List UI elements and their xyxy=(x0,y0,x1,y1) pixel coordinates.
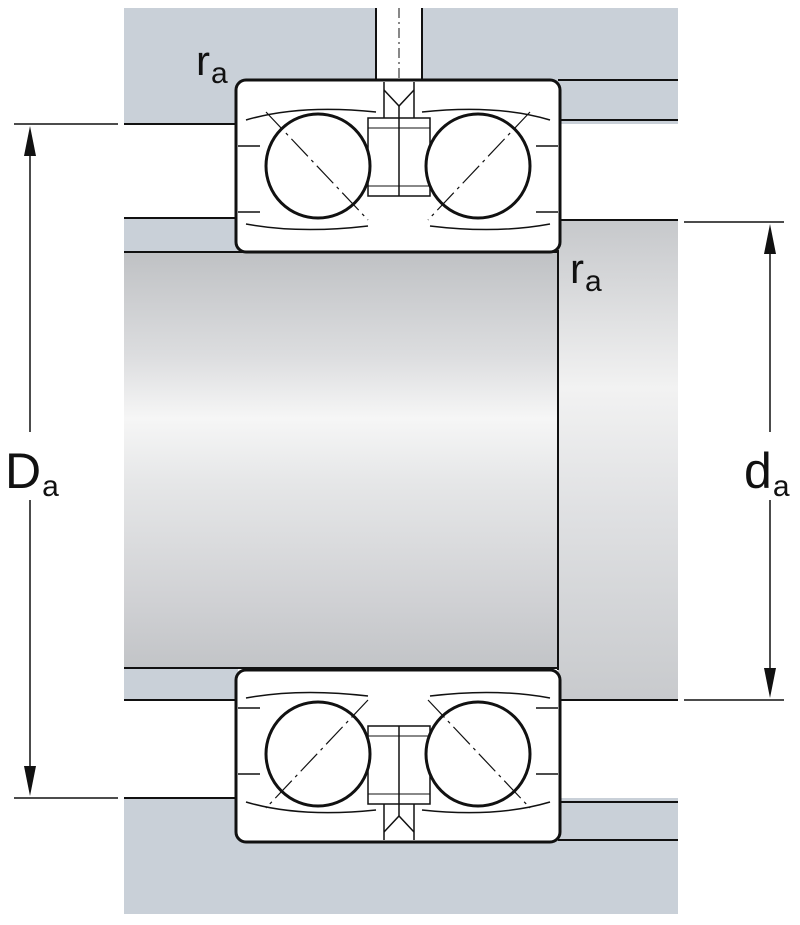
shaft-sleeve xyxy=(558,219,678,701)
ball-top-right xyxy=(424,112,532,220)
bearing-top xyxy=(234,78,562,254)
lubrication-hole-top xyxy=(375,8,423,82)
shaft xyxy=(124,250,559,670)
label-ra-top: ra xyxy=(196,37,228,89)
label-Da-main: D xyxy=(5,443,42,499)
label-da: da xyxy=(744,443,790,502)
label-Da: Da xyxy=(5,443,59,502)
label-Da-sub: a xyxy=(42,470,59,503)
ball-bottom-right xyxy=(424,700,532,808)
label-ra-right-sub: a xyxy=(585,265,602,298)
label-ra-right-main: r xyxy=(570,245,584,292)
ball-top-left xyxy=(264,112,372,220)
label-ra-top-sub: a xyxy=(211,57,228,90)
dimension-da xyxy=(684,221,784,701)
ball-bottom-left xyxy=(264,700,372,808)
label-ra-right: ra xyxy=(570,245,602,297)
label-da-main: d xyxy=(744,443,772,499)
label-da-sub: a xyxy=(772,470,790,503)
dimension-Da xyxy=(14,123,118,799)
label-ra-top-main: r xyxy=(196,37,210,84)
bearing-bottom xyxy=(234,668,562,844)
